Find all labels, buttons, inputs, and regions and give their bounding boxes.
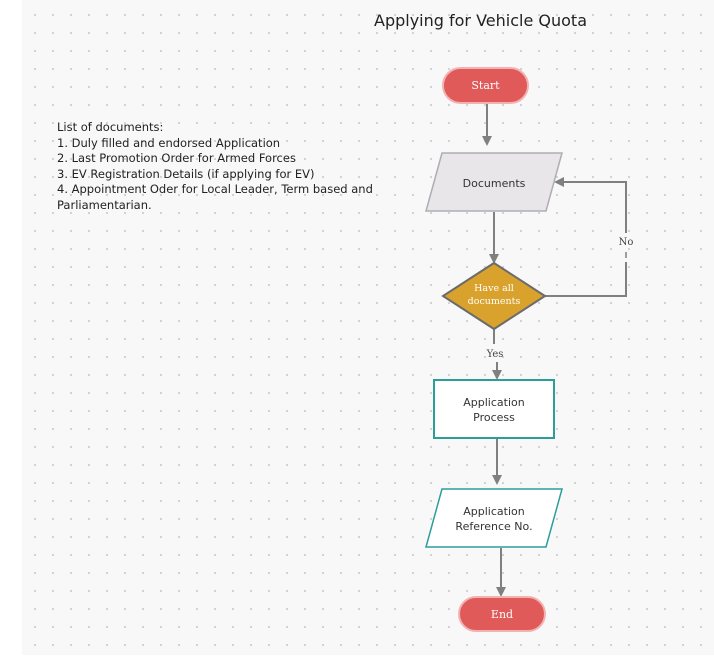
documents-note: List of documents: 1. Duly filled and en… <box>57 120 377 213</box>
start-label: Start <box>471 79 500 92</box>
documents-note-item: 4. Appointment Oder for Local Leader, Te… <box>57 182 373 212</box>
process-label-line2: Process <box>473 411 515 424</box>
have-all-documents-decision[interactable] <box>441 261 547 331</box>
documents-note-item: 1. Duly filled and endorsed Application <box>57 135 281 150</box>
application-reference-output[interactable] <box>425 488 563 548</box>
diagram-canvas <box>22 0 714 655</box>
diagram-title: Applying for Vehicle Quota <box>374 11 587 30</box>
reference-label-line2: Reference No. <box>455 520 532 533</box>
decision-label-line2: documents <box>468 296 521 307</box>
decision-label-line1: Have all <box>474 283 514 294</box>
end-terminal[interactable] <box>458 596 546 632</box>
end-label: End <box>491 608 513 621</box>
documents-label: Documents <box>463 177 526 190</box>
connector-no-loop <box>545 262 627 297</box>
documents-input[interactable] <box>425 152 563 212</box>
documents-note-item: 3. EV Registration Details (if applying … <box>57 166 315 181</box>
connector-no-loop-return <box>554 177 627 233</box>
application-process-box[interactable] <box>433 379 555 439</box>
process-label-line1: Application <box>463 396 524 409</box>
yes-branch-label: Yes <box>486 349 504 360</box>
reference-label-line1: Application <box>463 505 524 518</box>
documents-note-heading: List of documents: <box>57 120 164 134</box>
documents-note-item: 2. Last Promotion Order for Armed Forces <box>57 151 296 165</box>
start-terminal[interactable] <box>442 67 529 104</box>
no-branch-label: No <box>619 237 634 248</box>
